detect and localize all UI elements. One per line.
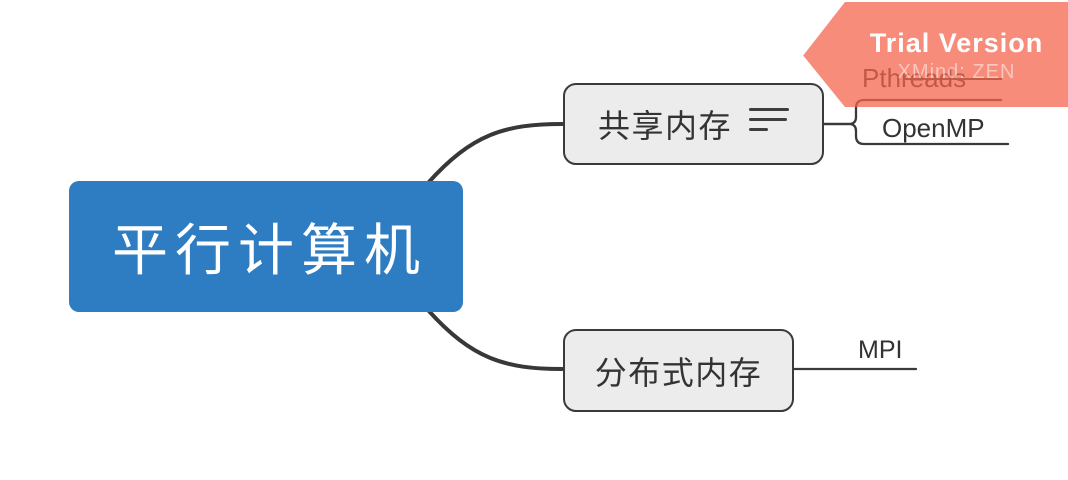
notes-icon-bar — [749, 107, 789, 111]
branch-topic-distributed-memory[interactable]: 分布式内存 — [563, 329, 794, 412]
root-topic-label: 平行计算机 — [112, 219, 427, 282]
notes-icon-bar — [749, 127, 768, 131]
root-topic[interactable]: 平行计算机 — [69, 181, 463, 312]
trial-watermark-banner: Trial Version XMind: ZEN — [803, 2, 1068, 107]
branch-distributed-label: 分布式内存 — [594, 354, 763, 391]
branch-shared-label: 共享内存 — [597, 108, 732, 144]
child-topic-mpi[interactable]: MPI — [858, 336, 903, 364]
notes-icon[interactable] — [749, 107, 789, 132]
notes-icon-bar — [749, 117, 787, 121]
connector-openmp — [820, 122, 1010, 146]
trial-watermark-subtitle: XMind: ZEN — [897, 61, 1016, 83]
trial-watermark-title: Trial Version — [869, 28, 1044, 58]
branch-curve-distributed — [426, 308, 564, 371]
child-topic-openmp[interactable]: OpenMP — [882, 113, 985, 143]
branch-curve-shared — [426, 122, 564, 185]
branch-topic-shared-memory[interactable]: 共享内存 — [563, 83, 824, 165]
